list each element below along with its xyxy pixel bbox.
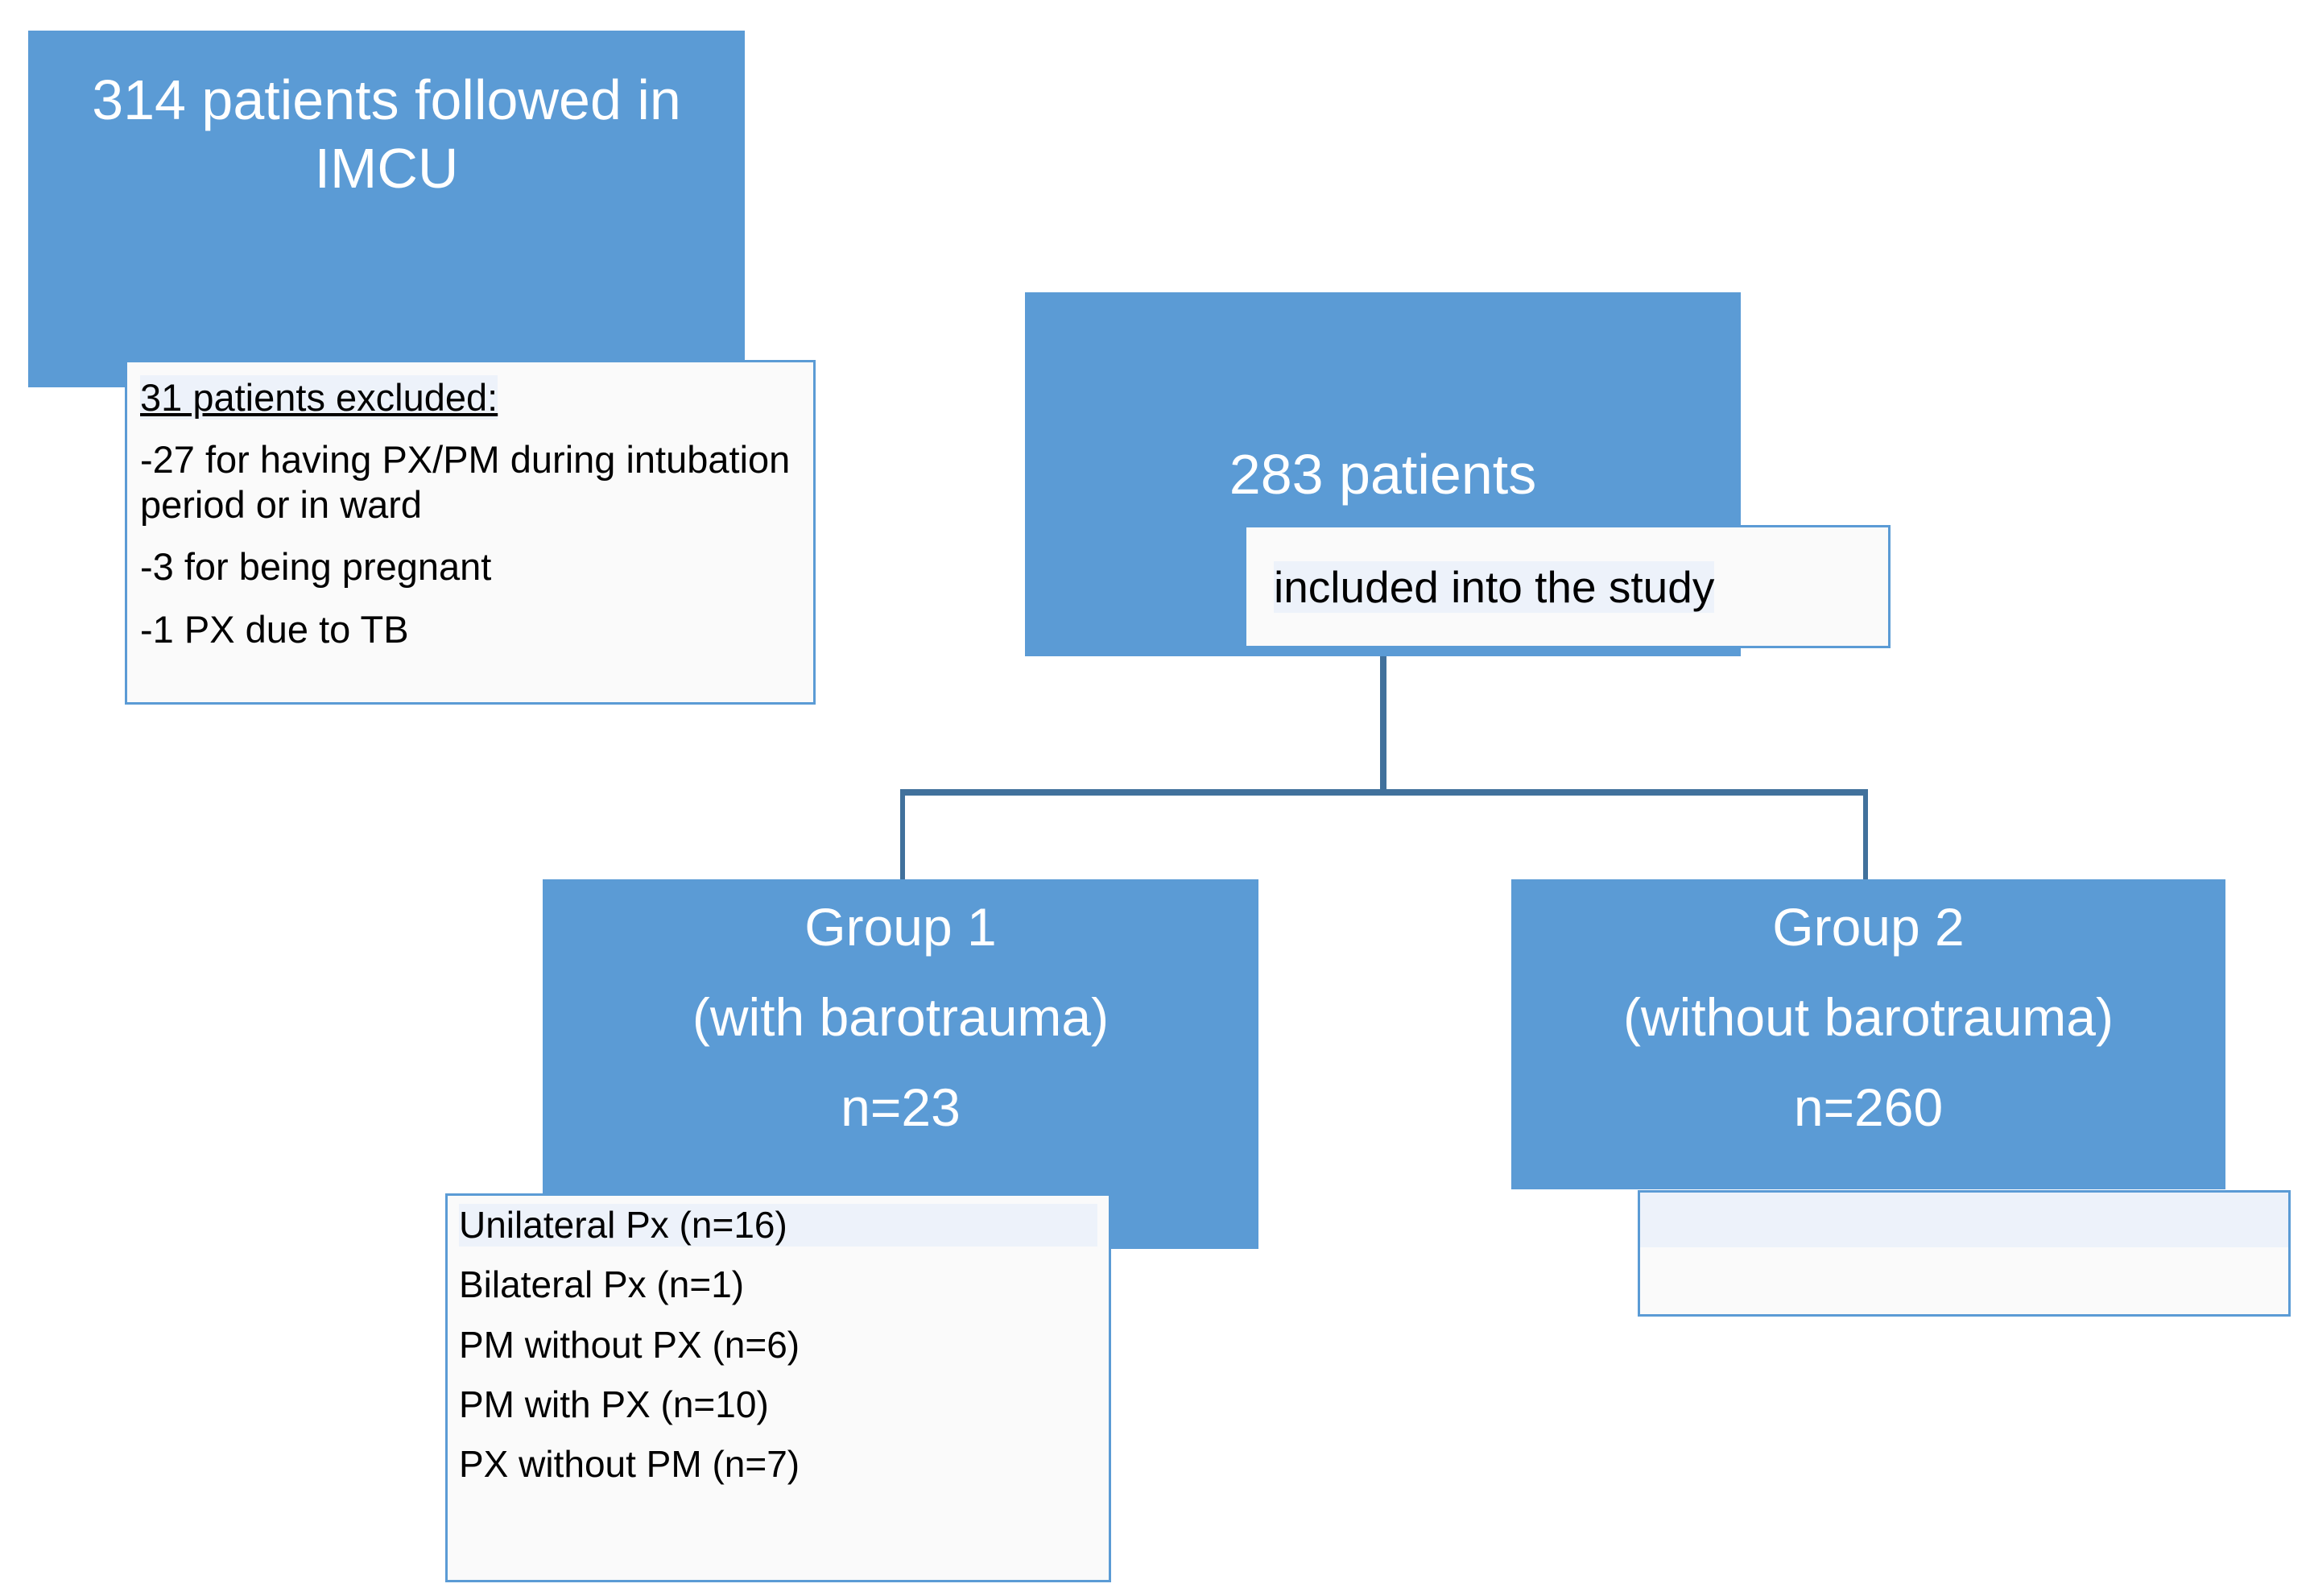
node-group-1-subtitle: (with barotrauma) <box>692 987 1110 1047</box>
node-group-2-subtitle: (without barotrauma) <box>1623 987 2114 1047</box>
callout-group-1-breakdown: Unilateral Px (n=16) Bilateral Px (n=1) … <box>445 1193 1111 1582</box>
node-group-2-title: Group 2 <box>1772 897 1965 957</box>
connector-branch-right <box>1863 789 1868 881</box>
callout-included-into-study: included into the study <box>1244 525 1891 648</box>
node-group-1: Group 1 (with barotrauma) n=23 <box>543 879 1258 1249</box>
node-total-patients: 314 patients followed in IMCU <box>28 31 745 387</box>
connector-trunk-vertical <box>1380 656 1386 795</box>
excluded-header: 31 patients excluded: <box>140 375 498 420</box>
group-1-breakdown-item: Bilateral Px (n=1) <box>459 1263 745 1306</box>
node-total-patients-line1: 314 patients followed in <box>92 68 681 131</box>
group-1-breakdown-item: PM with PX (n=10) <box>459 1383 769 1426</box>
node-group-1-count: n=23 <box>841 1077 961 1137</box>
excluded-reason-item: -1 PX due to TB <box>140 607 409 651</box>
excluded-header-row: 31 patients excluded: <box>140 375 800 420</box>
connector-horizontal-bus <box>900 789 1868 796</box>
group-1-breakdown-item: PM without PX (n=6) <box>459 1323 800 1366</box>
node-group-1-title: Group 1 <box>804 897 997 957</box>
node-group-2-count: n=260 <box>1793 1077 1944 1137</box>
excluded-reason-item: -3 for being pregnant <box>140 545 492 589</box>
group-2-breakdown-empty-band <box>1640 1193 2288 1247</box>
group-1-breakdown-item: PX without PM (n=7) <box>459 1443 800 1486</box>
excluded-reason-item: -27 for having PX/PM during intubation p… <box>140 438 791 526</box>
group-1-breakdown-item: Unilateral Px (n=16) <box>459 1204 1097 1247</box>
node-group-2: Group 2 (without barotrauma) n=260 <box>1511 879 2225 1189</box>
callout-group-2-breakdown <box>1638 1190 2291 1317</box>
connector-branch-left <box>900 789 905 881</box>
included-into-study-text: included into the study <box>1274 560 1715 613</box>
node-total-patients-line2: IMCU <box>314 137 459 201</box>
callout-excluded-patients: 31 patients excluded: -27 for having PX/… <box>125 360 816 705</box>
node-included-patients-count: 283 patients <box>1229 443 1537 506</box>
